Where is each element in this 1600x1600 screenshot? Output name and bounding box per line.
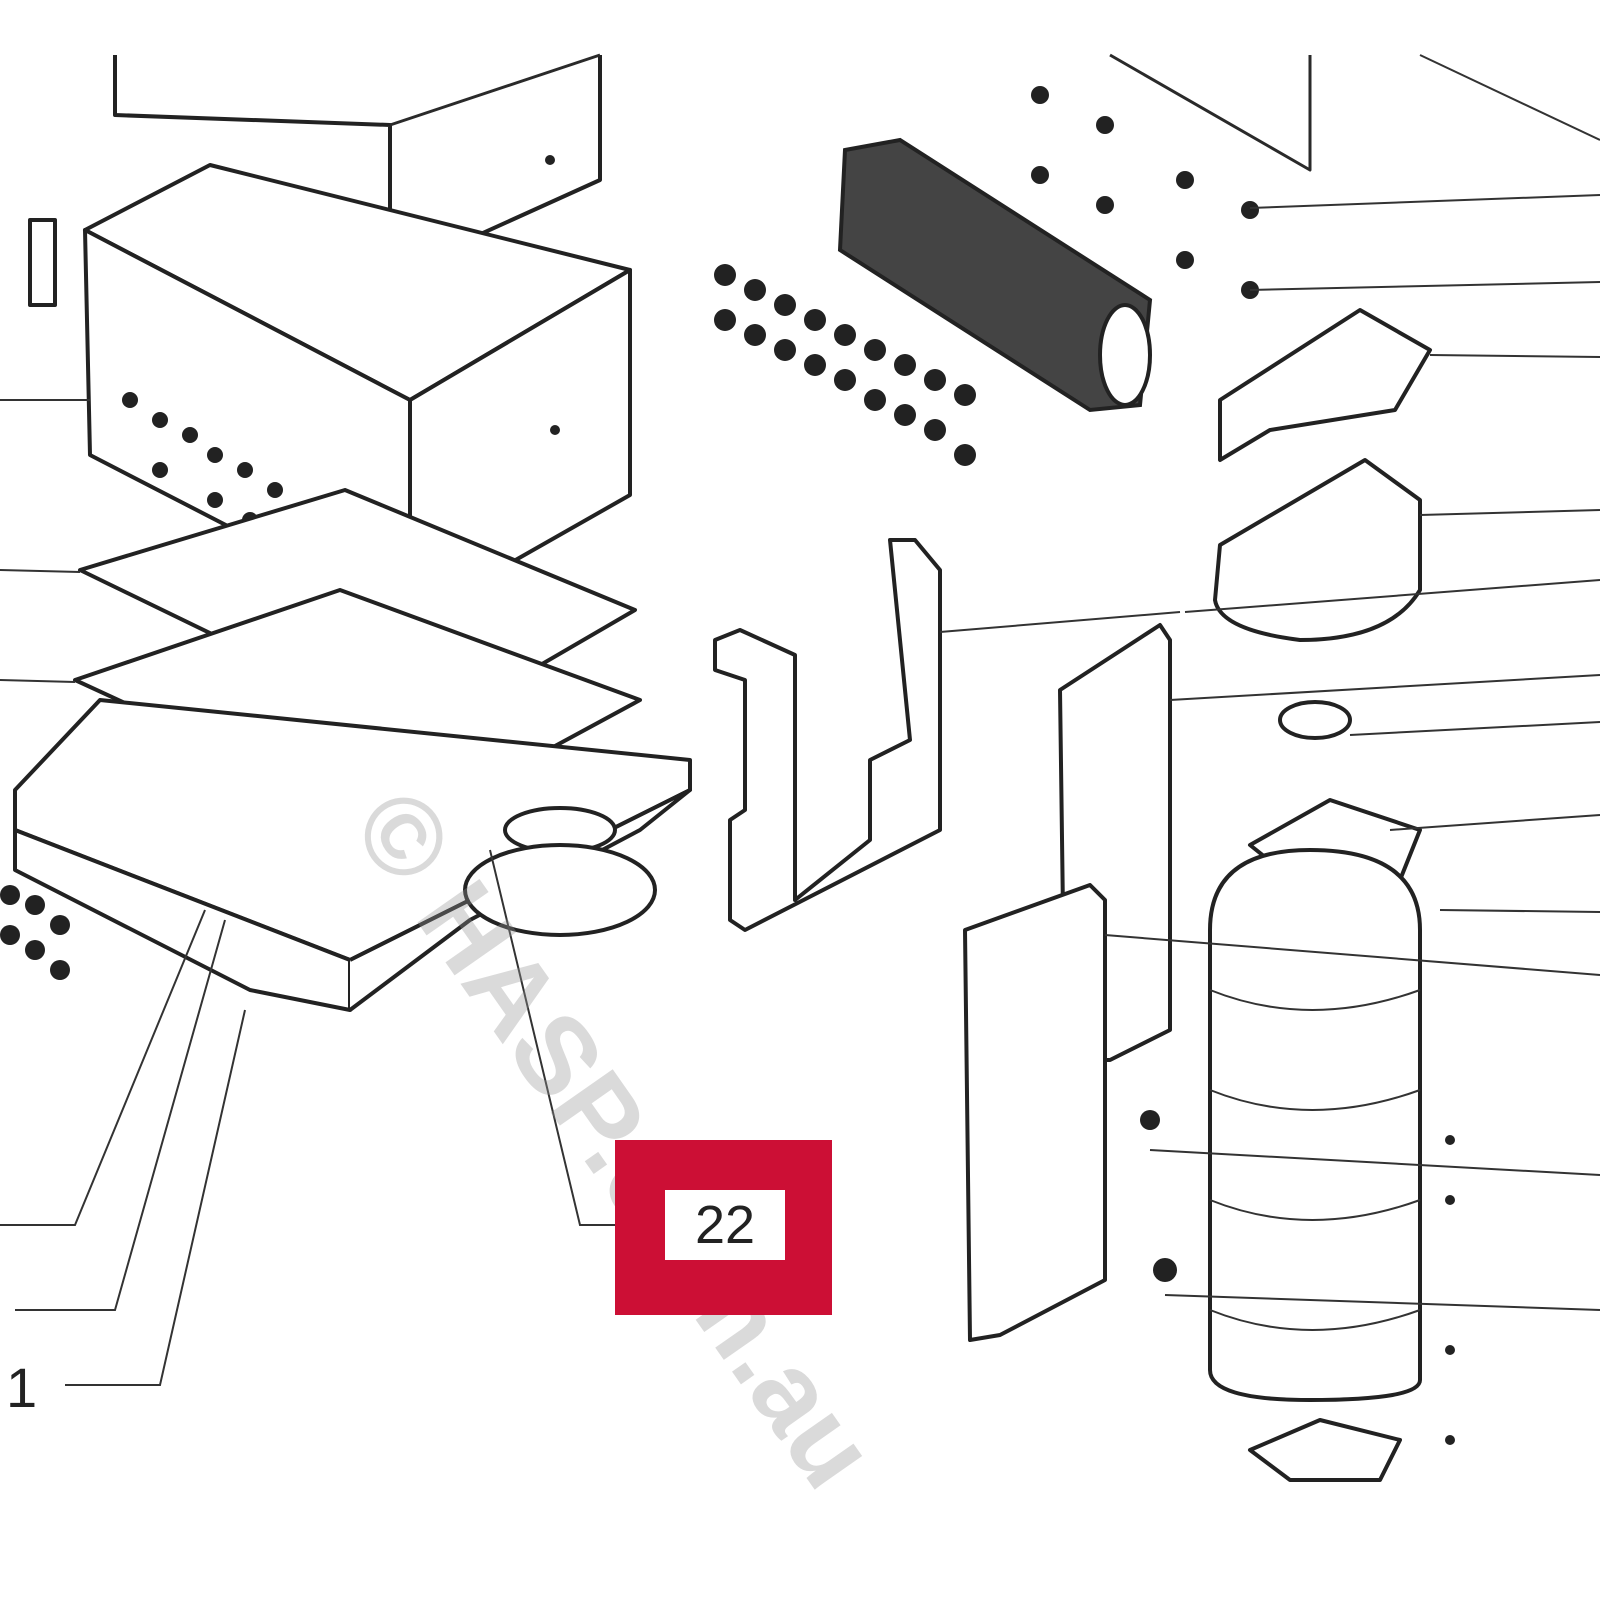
callout-22-highlight: 22 xyxy=(615,1140,832,1315)
nut-set-part xyxy=(0,885,70,980)
callout-22-label: 22 xyxy=(665,1190,785,1260)
screw-set-part xyxy=(1031,86,1259,299)
bottom-gasket-part xyxy=(1248,1418,1402,1482)
bracket-part xyxy=(713,538,942,932)
washer-set-part xyxy=(714,264,976,466)
cylinder-part xyxy=(1208,848,1422,1402)
leader-lines xyxy=(0,194,1600,1386)
base-tray-part xyxy=(13,698,692,1012)
panel-part xyxy=(963,883,1107,1342)
burner-part xyxy=(837,137,1153,413)
callout-1-label: 1 xyxy=(6,1356,38,1419)
plate-part xyxy=(28,218,57,307)
fan-part xyxy=(1213,458,1422,642)
o-ring-part xyxy=(1278,700,1352,740)
top-box-part xyxy=(113,53,1600,277)
flue-hood-part xyxy=(1218,308,1432,462)
